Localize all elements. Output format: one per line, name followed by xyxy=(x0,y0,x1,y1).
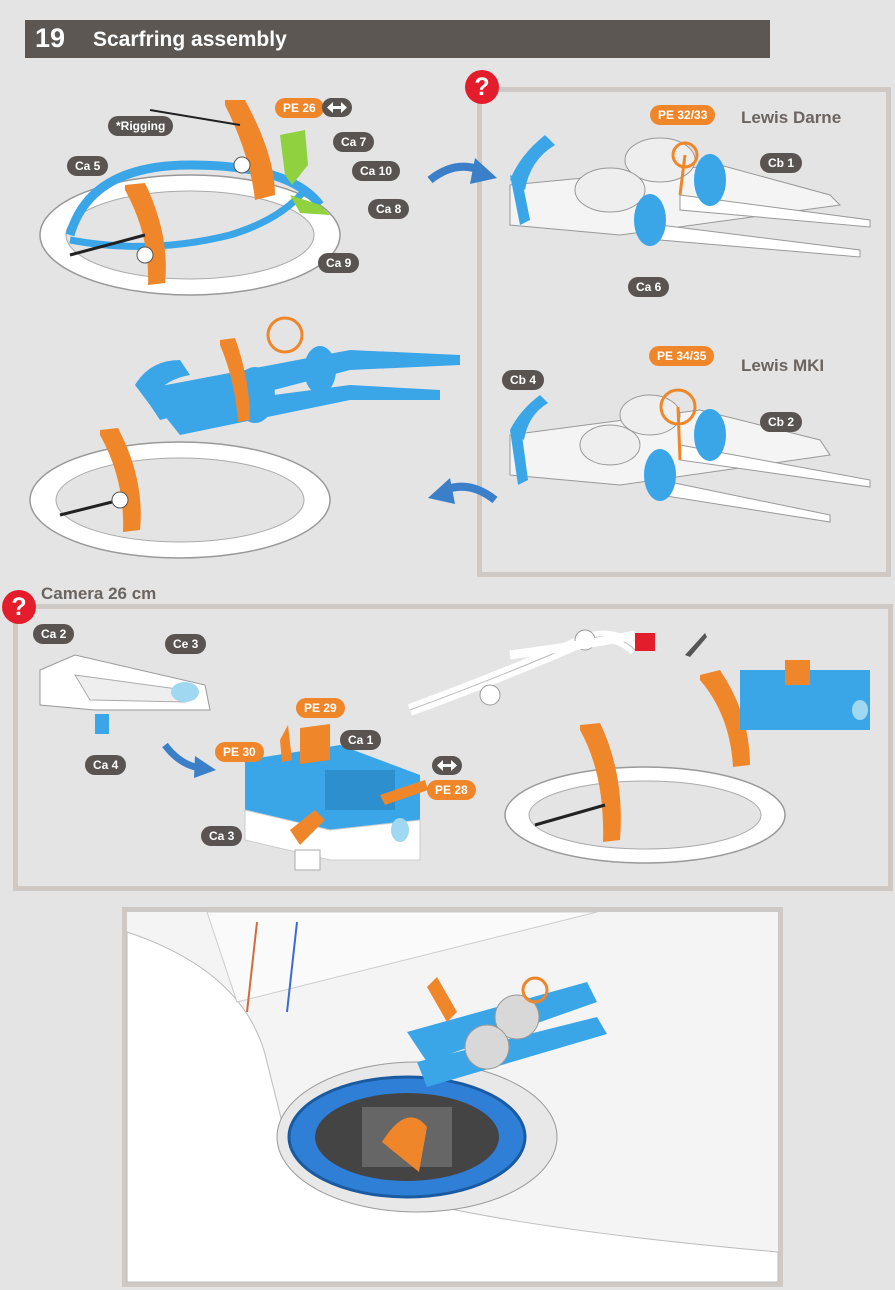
label-ca4: Ca 4 xyxy=(85,755,127,775)
label-rigging: *Rigging xyxy=(108,116,174,136)
curved-arrow-left-icon xyxy=(428,478,498,504)
camera-assembly-illustration xyxy=(244,724,428,871)
label-ca7: Ca 7 xyxy=(333,132,375,152)
camera-frame xyxy=(13,604,893,891)
label-ca3: Ca 3 xyxy=(201,826,243,846)
curved-arrow-camera-icon xyxy=(162,742,216,778)
render-frame xyxy=(122,907,783,1287)
lewis-darne-illustration xyxy=(509,135,871,258)
curved-arrow-right-icon xyxy=(427,158,497,184)
label-ca9: Ca 9 xyxy=(318,253,360,273)
assembled-scarfring-illustration xyxy=(29,316,460,559)
lewis-mki-illustration xyxy=(509,388,871,523)
label-pe28: PE 28 xyxy=(427,780,476,800)
label-pe30: PE 30 xyxy=(215,742,264,762)
label-ca5: Ca 5 xyxy=(67,156,109,176)
step-header: 19 Scarfring assembly xyxy=(25,20,770,58)
label-ca2: Ca 2 xyxy=(33,624,75,644)
camera-mounted-illustration xyxy=(407,629,870,864)
camera-title: Camera 26 cm xyxy=(41,584,157,603)
label-cb1: Cb 1 xyxy=(760,153,803,173)
label-pe26: PE 26 xyxy=(275,98,324,118)
label-ca10: Ca 10 xyxy=(352,161,401,181)
help-icon-camera: ? xyxy=(2,590,36,624)
label-ca1: Ca 1 xyxy=(340,730,382,750)
label-pe34-35: PE 34/35 xyxy=(649,346,715,366)
help-icon-gun-variants: ? xyxy=(465,70,499,104)
label-pe29: PE 29 xyxy=(296,698,345,718)
lewis-darne-title: Lewis Darne xyxy=(741,108,842,127)
fuselage-render xyxy=(126,911,779,1283)
camera-parts-illustration xyxy=(39,654,211,734)
label-pe32-33: PE 32/33 xyxy=(650,105,716,125)
left-right-arrow-icon xyxy=(322,98,352,117)
label-ca8: Ca 8 xyxy=(368,199,410,219)
label-ce3: Ce 3 xyxy=(165,634,207,654)
scarfring-illustration xyxy=(39,100,341,296)
left-right-arrow-icon xyxy=(432,756,462,775)
lewis-mki-title: Lewis MKI xyxy=(741,356,825,375)
label-cb4: Cb 4 xyxy=(502,370,545,390)
gun-variants-frame xyxy=(477,87,891,577)
step-number: 19 xyxy=(35,23,66,53)
step-title: Scarfring assembly xyxy=(93,28,287,51)
label-cb2: Cb 2 xyxy=(760,412,803,432)
label-ca6: Ca 6 xyxy=(628,277,670,297)
